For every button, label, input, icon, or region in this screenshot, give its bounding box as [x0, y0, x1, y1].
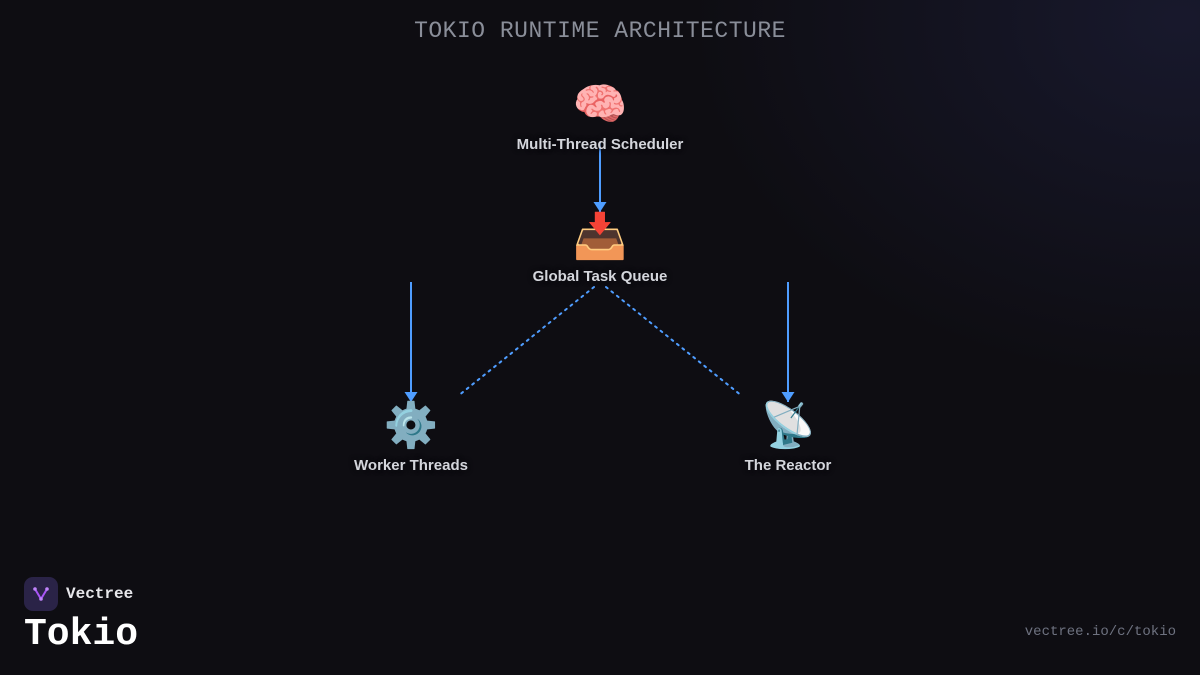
- node-scheduler[interactable]: 🧠 Multi-Thread Scheduler: [480, 78, 720, 153]
- edge-queue-to-reactor: [605, 286, 743, 397]
- satellite-dish-icon: 📡: [760, 400, 816, 451]
- course-url[interactable]: vectree.io/c/tokio: [1024, 624, 1176, 640]
- brand-block: Vectree Tokio: [24, 577, 138, 657]
- node-reactor[interactable]: 📡 The Reactor: [668, 399, 908, 474]
- vectree-logo-icon[interactable]: [24, 577, 58, 611]
- node-label-queue: Global Task Queue: [532, 268, 668, 285]
- brain-icon: 🧠: [572, 79, 628, 130]
- node-label-workers: Worker Threads: [354, 457, 468, 474]
- inbox-tray-icon: 📥: [572, 211, 628, 262]
- diagram-title: TOKIO RUNTIME ARCHITECTURE: [414, 18, 786, 44]
- brand-name: Vectree: [66, 585, 134, 603]
- node-worker-threads[interactable]: ⚙️ Worker Threads: [291, 399, 531, 474]
- gear-icon: ⚙️: [383, 400, 439, 451]
- node-global-task-queue[interactable]: 📥 Global Task Queue: [480, 210, 720, 285]
- node-label-reactor: The Reactor: [744, 457, 832, 474]
- node-label-scheduler: Multi-Thread Scheduler: [516, 136, 684, 153]
- edge-queue-to-workers: [457, 286, 595, 397]
- product-name: Tokio: [24, 613, 139, 656]
